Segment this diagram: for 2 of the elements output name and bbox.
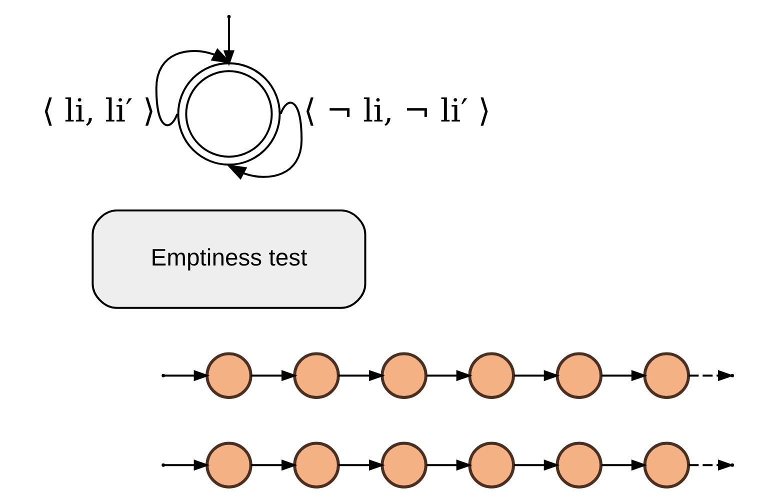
edge-label: ⟨ ¬ li, ¬ li′ ⟩ <box>303 92 490 130</box>
edge-label: ⟨ li, li′ ⟩ <box>42 92 155 130</box>
